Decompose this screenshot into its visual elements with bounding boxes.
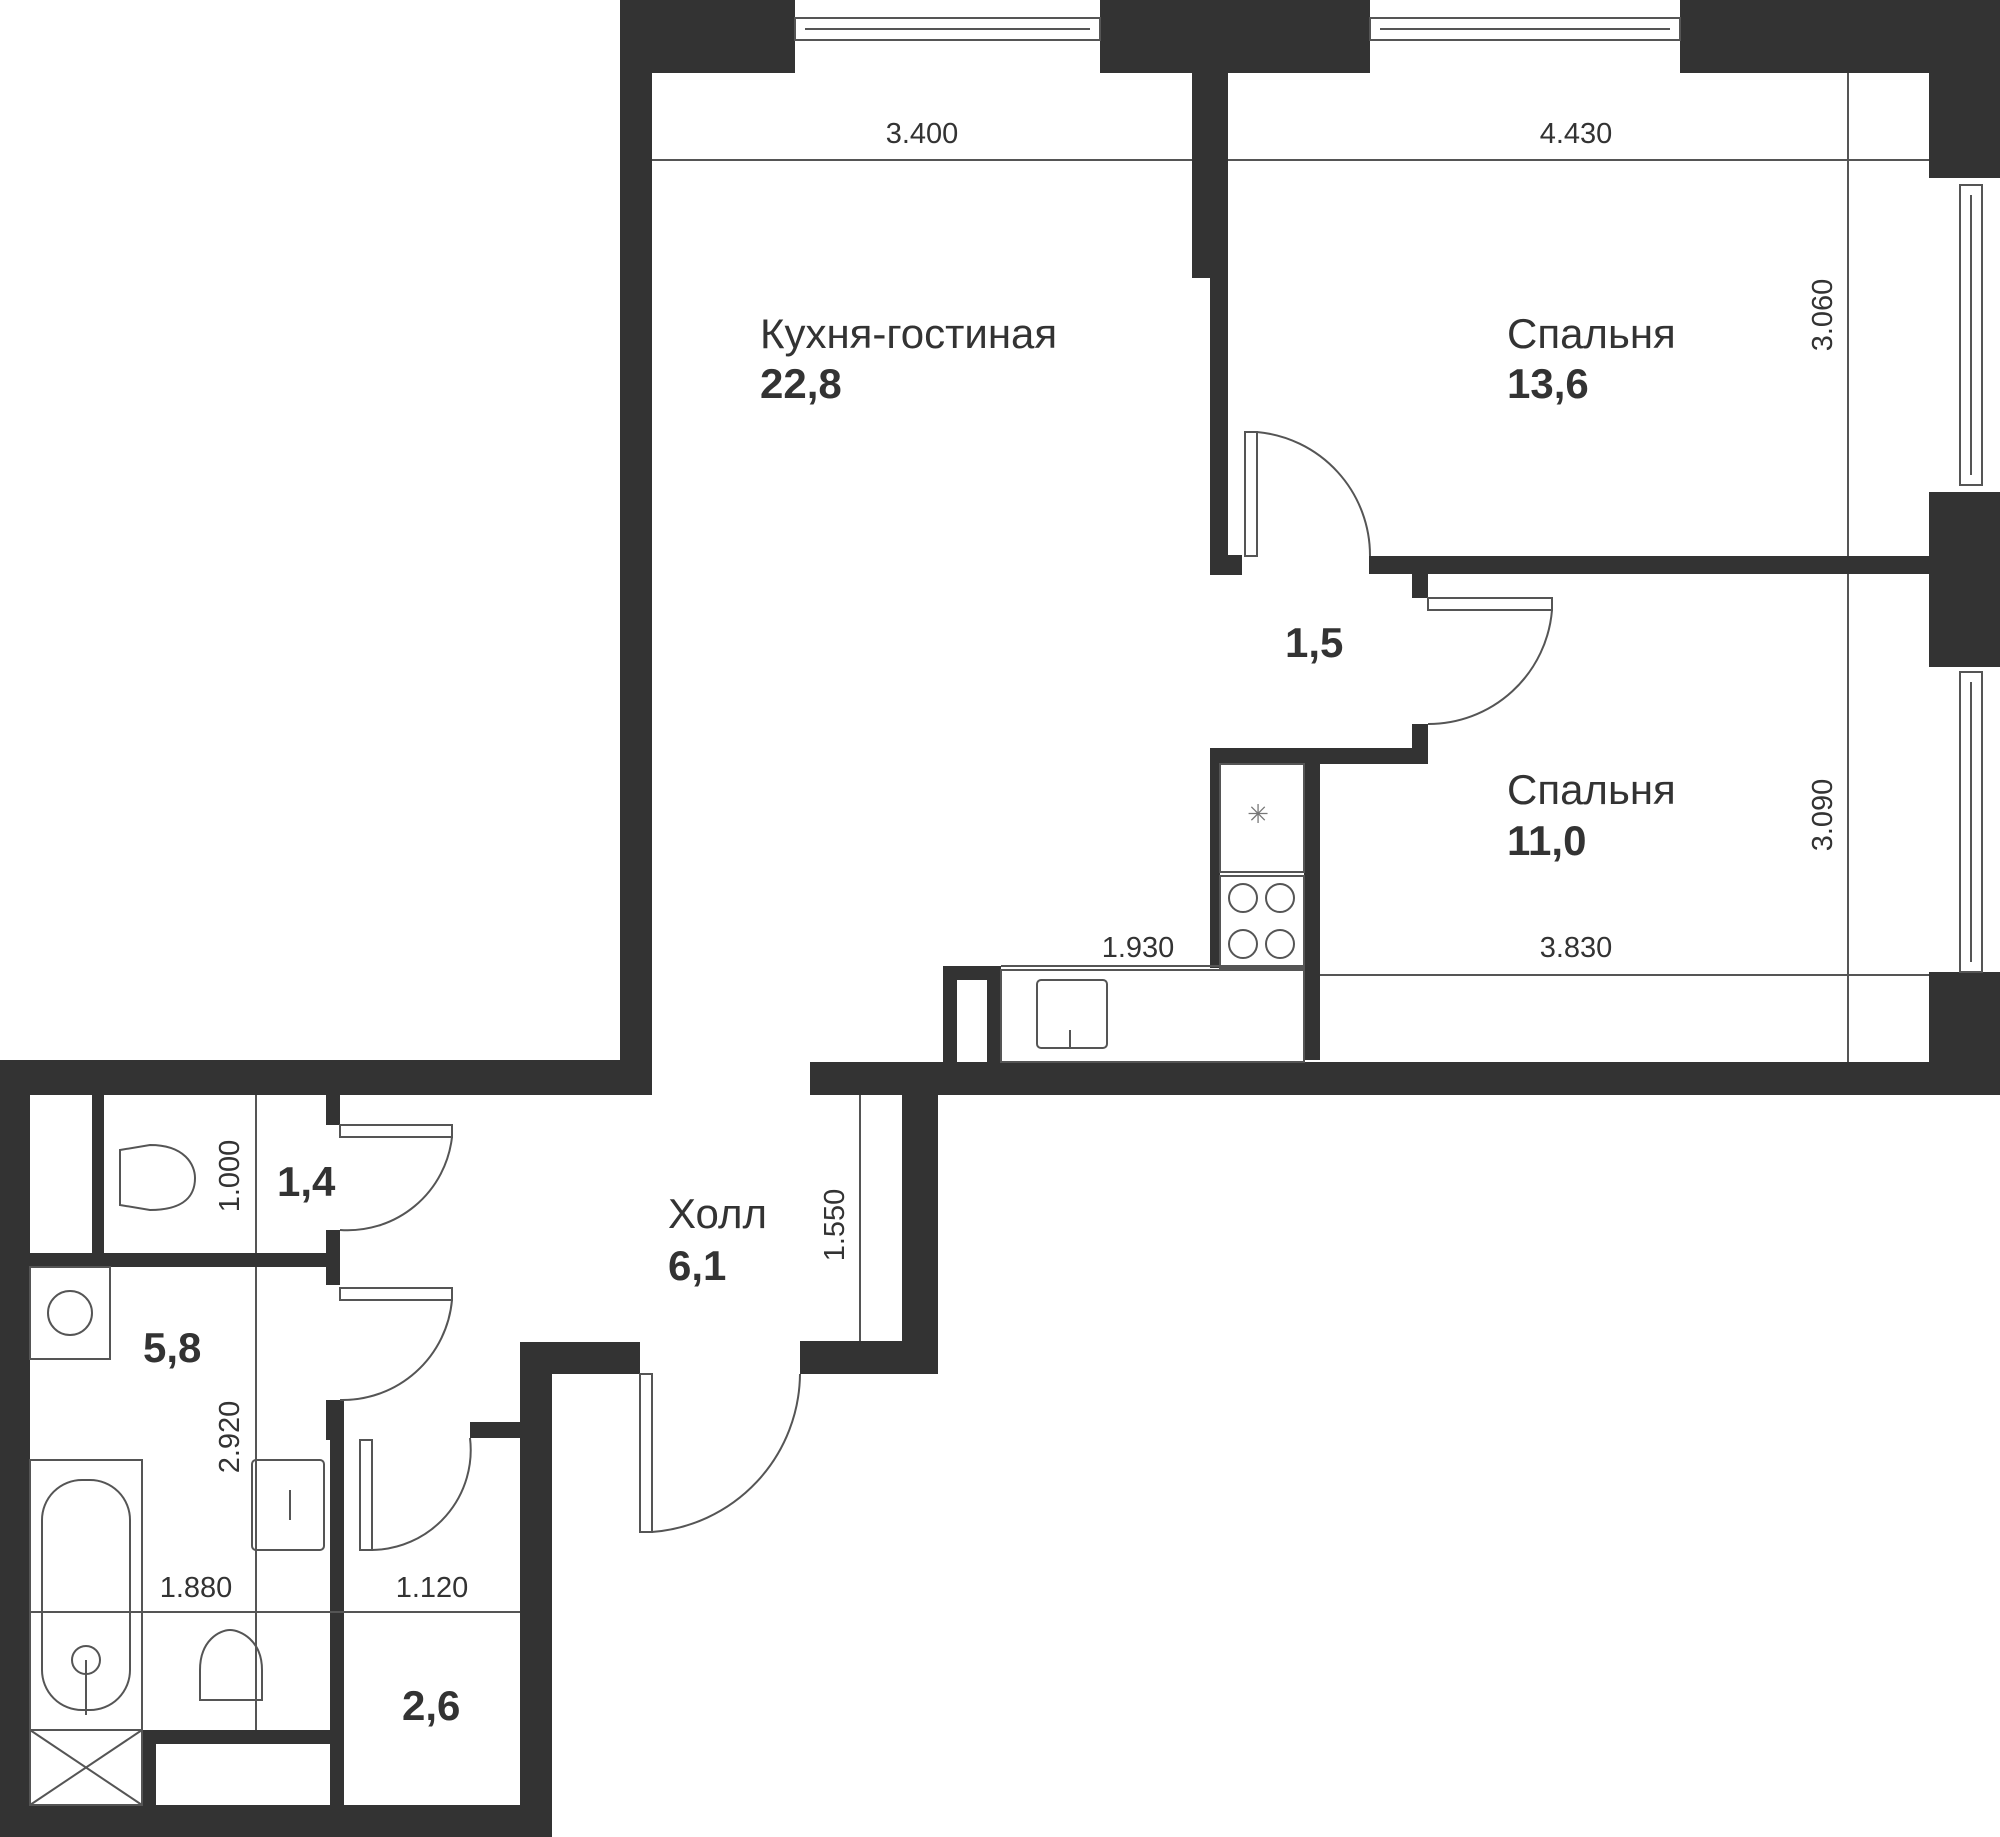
room-area-hall: 6,1 <box>668 1242 726 1289</box>
room-name-kitchen-living: Кухня-гостиная <box>760 310 1057 357</box>
bath-toilet <box>199 1628 263 1701</box>
dim-kitchen-counter: 1.930 <box>1102 932 1175 964</box>
stove-burner <box>1228 929 1258 959</box>
dimension-labels: 3.400 4.430 3.060 3.090 1.930 3.830 1.55… <box>160 118 1839 1604</box>
wall-bedrooms <box>1369 556 1929 574</box>
dim-bedroom2-depth: 3.090 <box>1807 779 1839 852</box>
wall-niche-box-left <box>943 966 957 1062</box>
dim-bathroom-depth: 2.920 <box>214 1401 246 1474</box>
wall-storage-door-right <box>470 1422 552 1438</box>
fridge <box>1219 763 1305 873</box>
toilet <box>119 1143 197 1212</box>
room-name-bedroom-1: Спальня <box>1507 310 1676 357</box>
wall-top-right <box>1680 0 1932 73</box>
room-area-storage: 2,6 <box>402 1682 460 1729</box>
wall-bedroom1-left <box>1210 73 1228 563</box>
dim-kitchen-width: 3.400 <box>886 118 959 150</box>
wall-left-outer <box>0 1060 30 1837</box>
room-labels: Кухня-гостиная 22,8 Спальня 13,6 1,5 Спа… <box>143 310 1676 1729</box>
door-entrance <box>639 1373 653 1533</box>
kitchen-counter <box>1000 969 1305 1063</box>
wall-niche-left <box>1210 748 1220 968</box>
wall-bedroom2-left <box>1304 748 1320 1060</box>
dim-bedroom1-depth: 3.060 <box>1807 279 1839 352</box>
wall-toilet-door-top <box>326 1095 340 1125</box>
stove-burner <box>1228 883 1258 913</box>
dim-bedroom2-width: 3.830 <box>1540 932 1613 964</box>
wall-storage-left <box>330 1400 344 1805</box>
dim-hall-width: 1.550 <box>819 1189 851 1262</box>
wall-bath-bottom-box <box>142 1730 342 1744</box>
door-toilet <box>339 1124 453 1138</box>
wall-hall-bottom-right <box>800 1341 938 1374</box>
wall-bedroom2-stub <box>1412 556 1428 598</box>
wall-bottom <box>0 1805 552 1837</box>
wall-toilet-bath <box>30 1253 340 1267</box>
room-name-bedroom-2: Спальня <box>1507 766 1676 813</box>
door-bedroom2 <box>1427 597 1553 611</box>
room-area-bedroom-2: 11,0 <box>1507 817 1586 864</box>
wall-kitchen-bottom <box>810 1062 2000 1095</box>
wall-niche-box-right <box>987 966 1001 1062</box>
wall-top-middle <box>1100 0 1370 73</box>
wall-bath-bottom-box-left <box>142 1730 156 1805</box>
washing-machine <box>29 1266 111 1360</box>
doors <box>339 431 1553 1551</box>
kitchen-sink <box>1036 979 1108 1049</box>
fixtures <box>29 73 1929 1806</box>
wall-niche-box-top <box>943 966 1001 980</box>
windows <box>794 17 1983 973</box>
room-area-bathroom: 5,8 <box>143 1324 201 1371</box>
freezer-icon: ✳ <box>1247 800 1269 830</box>
shower-tray <box>29 1729 143 1806</box>
stove-burner <box>1265 883 1295 913</box>
wall-right-mid <box>1929 492 2000 667</box>
wall-kitchen-left <box>620 0 652 1090</box>
room-name-hall: Холл <box>668 1190 767 1237</box>
room-area-bedroom-1: 13,6 <box>1507 360 1589 407</box>
wall-toilet-door-bottom <box>326 1230 340 1285</box>
stove <box>1219 875 1305 969</box>
door-bedroom1 <box>1244 431 1258 557</box>
bath-sink <box>251 1459 325 1551</box>
dim-bedroom1-width: 4.430 <box>1540 118 1613 150</box>
wall-bottom-right-vertical <box>520 1342 552 1837</box>
wall-left-top <box>0 1060 652 1095</box>
wall-right-top <box>1929 0 2000 178</box>
stove-burner <box>1265 929 1295 959</box>
dim-toilet-width: 1.000 <box>214 1140 246 1213</box>
wall-hall-right <box>902 1062 938 1374</box>
wall-shaft <box>92 1095 104 1253</box>
room-area-toilet: 1,4 <box>277 1158 336 1205</box>
room-area-corridor: 1,5 <box>1285 619 1343 666</box>
dim-storage-width: 1.120 <box>396 1572 469 1604</box>
dim-bathroom-width: 1.880 <box>160 1572 233 1604</box>
door-bathroom <box>339 1287 453 1301</box>
wall-bedroom1-stub <box>1210 555 1242 575</box>
washing-machine-drum <box>47 1290 93 1336</box>
wall-hall-bottom-left <box>520 1342 640 1374</box>
door-storage <box>359 1439 373 1551</box>
room-area-kitchen-living: 22,8 <box>760 360 842 407</box>
